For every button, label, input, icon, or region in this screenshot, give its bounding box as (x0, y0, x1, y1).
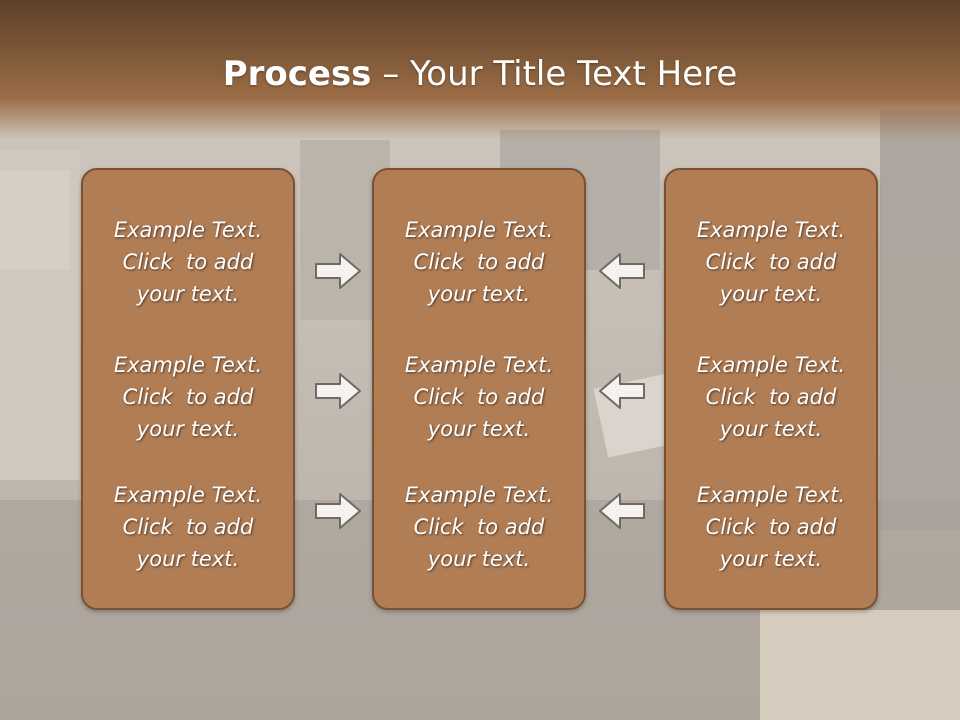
text-line: your text. (427, 417, 531, 441)
text-line: Example Text. (113, 353, 263, 377)
text-line: Click to add (705, 515, 837, 539)
process-box-left[interactable]: Example Text. Click to add your text. Ex… (81, 168, 295, 610)
text-line: Click to add (122, 515, 254, 539)
text-block[interactable]: Example Text. Click to add your text. (83, 349, 293, 445)
text-line: Click to add (413, 385, 545, 409)
arrow-right-icon[interactable] (314, 491, 362, 531)
title-bold: Process (222, 54, 372, 94)
text-line: Click to add (122, 385, 254, 409)
text-line: Example Text. (696, 218, 846, 242)
text-line: your text. (427, 547, 531, 571)
text-line: Example Text. (113, 218, 263, 242)
text-line: your text. (719, 282, 823, 306)
text-line: Example Text. (113, 483, 263, 507)
text-block[interactable]: Example Text. Click to add your text. (374, 349, 584, 445)
text-block[interactable]: Example Text. Click to add your text. (83, 479, 293, 575)
text-line: Click to add (122, 250, 254, 274)
text-block[interactable]: Example Text. Click to add your text. (374, 479, 584, 575)
process-box-center[interactable]: Example Text. Click to add your text. Ex… (372, 168, 586, 610)
text-line: Example Text. (404, 483, 554, 507)
text-block[interactable]: Example Text. Click to add your text. (666, 479, 876, 575)
text-line: your text. (136, 282, 240, 306)
text-line: your text. (719, 417, 823, 441)
text-block[interactable]: Example Text. Click to add your text. (83, 214, 293, 310)
text-line: your text. (136, 547, 240, 571)
text-line: Example Text. (404, 353, 554, 377)
arrow-left-icon[interactable] (598, 251, 646, 291)
text-block[interactable]: Example Text. Click to add your text. (666, 214, 876, 310)
text-line: Click to add (705, 250, 837, 274)
arrow-right-icon[interactable] (314, 371, 362, 411)
arrow-right-icon[interactable] (314, 251, 362, 291)
text-block[interactable]: Example Text. Click to add your text. (374, 214, 584, 310)
arrow-left-icon[interactable] (598, 491, 646, 531)
arrow-left-icon[interactable] (598, 371, 646, 411)
text-line: your text. (719, 547, 823, 571)
text-line: Click to add (705, 385, 837, 409)
text-line: Click to add (413, 250, 545, 274)
slide-title[interactable]: Process – Your Title Text Here (0, 52, 960, 96)
text-line: your text. (427, 282, 531, 306)
title-band (0, 0, 960, 140)
text-line: Example Text. (696, 483, 846, 507)
process-box-right[interactable]: Example Text. Click to add your text. Ex… (664, 168, 878, 610)
text-line: Example Text. (404, 218, 554, 242)
text-line: Example Text. (696, 353, 846, 377)
text-line: Click to add (413, 515, 545, 539)
text-line: your text. (136, 417, 240, 441)
text-block[interactable]: Example Text. Click to add your text. (666, 349, 876, 445)
title-rest: – Your Title Text Here (371, 54, 738, 94)
